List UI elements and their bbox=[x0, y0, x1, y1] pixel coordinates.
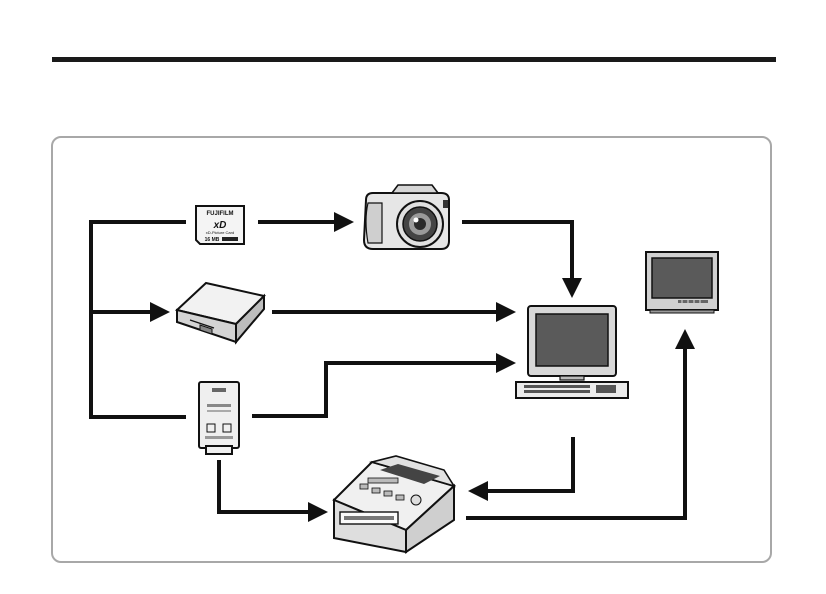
xd-card-capacity: 16 MB bbox=[205, 237, 220, 243]
television-icon bbox=[646, 252, 718, 313]
xd-card-brand: FUJIFILM bbox=[207, 211, 234, 217]
pc-card-adapter-icon bbox=[199, 382, 239, 454]
arrow-camera-to-computer bbox=[462, 222, 572, 294]
left-bracket-lines bbox=[91, 222, 186, 417]
xd-picture-card-icon: FUJIFILM xD xD-Picture Card 16 MB bbox=[196, 206, 244, 244]
computer-icon bbox=[516, 306, 628, 398]
arrow-adapter-to-computer bbox=[252, 363, 512, 416]
digital-camera-icon bbox=[364, 185, 449, 249]
arrow-computer-to-printer bbox=[472, 437, 573, 491]
card-reader-icon bbox=[177, 283, 264, 342]
xd-card-caption: xD-Picture Card bbox=[206, 230, 234, 235]
arrow-adapter-to-printer bbox=[219, 460, 324, 512]
printer-icon bbox=[334, 456, 454, 552]
